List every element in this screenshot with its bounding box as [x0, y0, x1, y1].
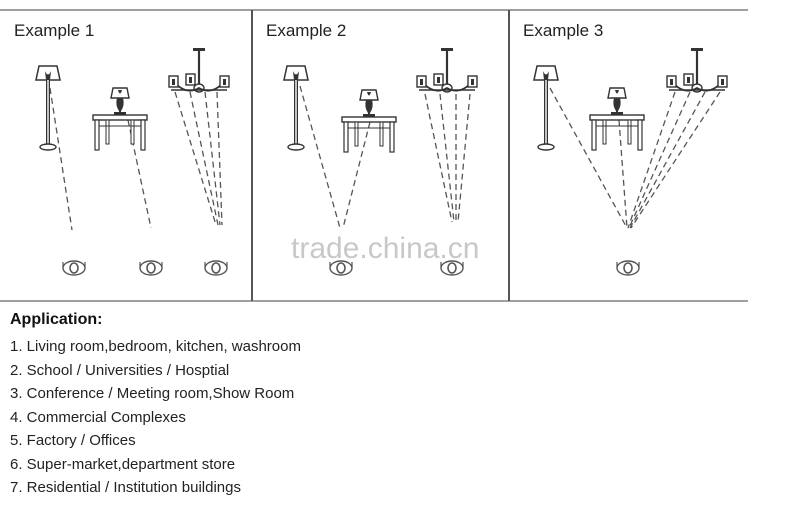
- panel-title-example-3: Example 3: [523, 21, 603, 40]
- list-item: 6. Super-market,department store: [10, 455, 236, 473]
- table-lamp-icon: [341, 89, 397, 153]
- sensor-icon: [139, 260, 163, 276]
- application-list: 1. Living room,bedroom, kitchen, washroo…: [10, 335, 710, 500]
- panel-title-example-2: Example 2: [266, 21, 346, 40]
- floor-lamp-icon: [34, 64, 62, 152]
- diagram-frame: [0, 9, 748, 302]
- examples-diagram: Example 1 Example 2 Example 3: [0, 9, 748, 302]
- sensor-icon: [62, 260, 86, 276]
- application-section: Application: 1. Living room,bedroom, kit…: [10, 311, 710, 500]
- table-lamp-icon: [92, 87, 148, 151]
- detection-lines: [49, 87, 223, 231]
- floor-lamp-icon: [532, 64, 560, 152]
- watermark: trade.china.cn: [291, 232, 479, 265]
- list-item: 7. Residential / Institution buildings: [10, 479, 241, 496]
- chandelier-icon: [167, 46, 231, 94]
- panel-example-2: [282, 46, 479, 276]
- list-item: 2. School / Universities / Hosptial: [10, 361, 230, 379]
- chandelier-icon: [665, 46, 729, 94]
- panel-title-example-1: Example 1: [14, 21, 94, 40]
- table-lamp-icon: [589, 87, 645, 151]
- detection-lines: [549, 87, 721, 229]
- sensor-icon: [204, 260, 228, 276]
- application-heading: Application:: [10, 311, 103, 328]
- floor-lamp-icon: [282, 64, 310, 152]
- list-item: 1. Living room,bedroom, kitchen, washroo…: [10, 338, 301, 355]
- panel-example-3: [532, 46, 729, 276]
- list-item: 5. Factory / Offices: [10, 432, 136, 449]
- sensor-icon: [616, 260, 640, 276]
- list-item: 4. Commercial Complexes: [10, 408, 186, 426]
- detection-lines: [299, 85, 471, 229]
- panel-example-1: [34, 46, 231, 276]
- chandelier-icon: [415, 46, 479, 94]
- list-item: 3. Conference / Meeting room,Show Room: [10, 385, 295, 402]
